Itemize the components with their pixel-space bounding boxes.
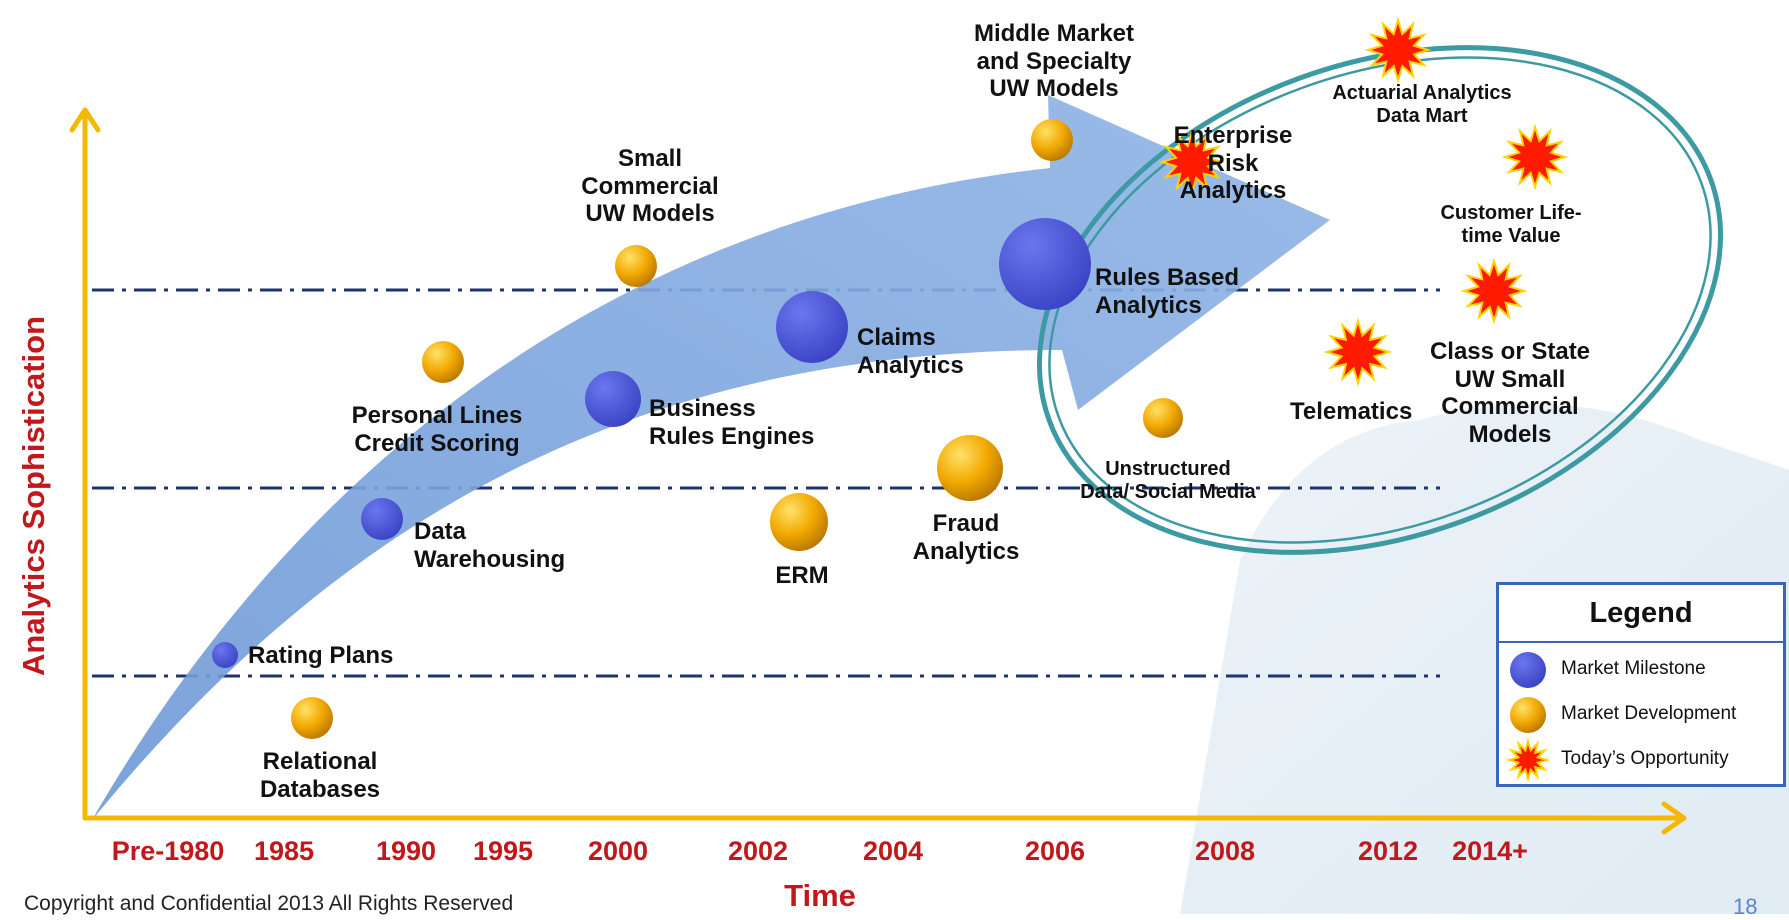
x-tick-label: 2012	[1357, 836, 1419, 866]
markers	[212, 16, 1569, 739]
erm-label: ERM	[775, 562, 829, 589]
y-axis	[69, 107, 101, 821]
x-tick-label: 2014+	[1452, 836, 1528, 866]
starburst-icon	[1507, 739, 1549, 781]
fraud-analytics-development-marker	[937, 435, 1003, 501]
development-marker-icon	[1510, 697, 1546, 733]
opportunity-region	[1037, 45, 1723, 555]
personal-lines-credit-scoring-label: Personal Lines Credit Scoring	[351, 402, 523, 457]
small-commercial-uw-models-development-marker	[615, 245, 657, 287]
legend-entry-milestone: Market Milestone	[1499, 647, 1783, 693]
legend-label: Market Development	[1561, 703, 1737, 724]
actuarial-analytics-data-mart-starburst-icon	[1364, 16, 1432, 84]
rules-based-analytics-label: Rules Based Analytics	[1095, 264, 1240, 319]
claims-analytics-milestone-marker	[776, 291, 848, 363]
fraud-analytics-label: Fraud Analytics	[912, 510, 1020, 565]
business-rules-engines-milestone-marker	[585, 371, 641, 427]
small-commercial-uw-models-label: Small Commercial UW Models	[581, 145, 719, 228]
x-axis	[82, 801, 1687, 835]
copyright-footer: Copyright and Confidential 2013 All Righ…	[24, 892, 514, 915]
unstructured-data-social-media-development-marker	[1143, 398, 1183, 438]
customer-lifetime-value-label: Customer Life- time Value	[1440, 202, 1582, 247]
x-tick-label: 2002	[727, 836, 789, 866]
telematics-label: Telematics	[1290, 398, 1413, 425]
x-tick-label: 1990	[375, 836, 437, 866]
rating-plans-milestone-marker	[212, 642, 238, 668]
legend-entry-development: Market Development	[1499, 692, 1783, 738]
x-tick-label: 2004	[862, 836, 924, 866]
x-tick-label: Pre-1980	[111, 836, 225, 866]
legend-label: Today’s Opportunity	[1561, 748, 1729, 769]
legend-entry-opportunity: Today’s Opportunity	[1499, 737, 1783, 783]
legend-title: Legend	[1499, 585, 1783, 643]
x-tick-label: 1995	[472, 836, 534, 866]
erm-development-marker	[770, 493, 828, 551]
x-axis-label: Time	[784, 878, 856, 913]
claims-analytics-label: Claims Analytics	[857, 324, 964, 379]
middle-market-uw-models-label: Middle Market and Specialty UW Models	[973, 20, 1135, 103]
business-rules-engines-label: Business Rules Engines	[649, 395, 815, 450]
data-warehousing-milestone-marker	[361, 498, 403, 540]
enterprise-risk-analytics-starburst-icon	[1158, 128, 1226, 196]
enterprise-risk-analytics-label: Enterprise Risk Analytics	[1173, 122, 1293, 205]
class-or-state-uw-small-commercial-models-starburst-icon	[1460, 257, 1528, 325]
page-number: 18	[1733, 894, 1758, 919]
x-tick-label: 2008	[1194, 836, 1256, 866]
legend-label: Market Milestone	[1561, 658, 1706, 679]
data-warehousing-label: Data Warehousing	[414, 518, 566, 573]
y-axis-label: Analytics Sophistication	[16, 315, 51, 677]
x-tick-label: 1985	[253, 836, 315, 866]
personal-lines-credit-scoring-development-marker	[422, 341, 464, 383]
customer-lifetime-value-starburst-icon	[1501, 123, 1569, 191]
unstructured-data-social-media-label: Unstructured Data/ Social Media	[1080, 458, 1256, 503]
relational-databases-development-marker	[291, 697, 333, 739]
middle-market-uw-models-development-marker	[1031, 119, 1073, 161]
rating-plans-label: Rating Plans	[248, 642, 394, 669]
legend: Legend Market Milestone Market Developme…	[1496, 582, 1786, 787]
class-or-state-uw-small-commercial-models-label: Class or State UW Small Commercial Model…	[1429, 338, 1591, 448]
actuarial-analytics-data-mart-label: Actuarial Analytics Data Mart	[1332, 82, 1512, 127]
x-tick-label: 2000	[587, 836, 649, 866]
milestone-marker-icon	[1510, 652, 1546, 688]
telematics-starburst-icon	[1323, 317, 1393, 387]
relational-databases-label: Relational Databases	[259, 748, 381, 803]
rules-based-analytics-milestone-marker	[999, 218, 1091, 310]
x-tick-label: 2006	[1024, 836, 1086, 866]
